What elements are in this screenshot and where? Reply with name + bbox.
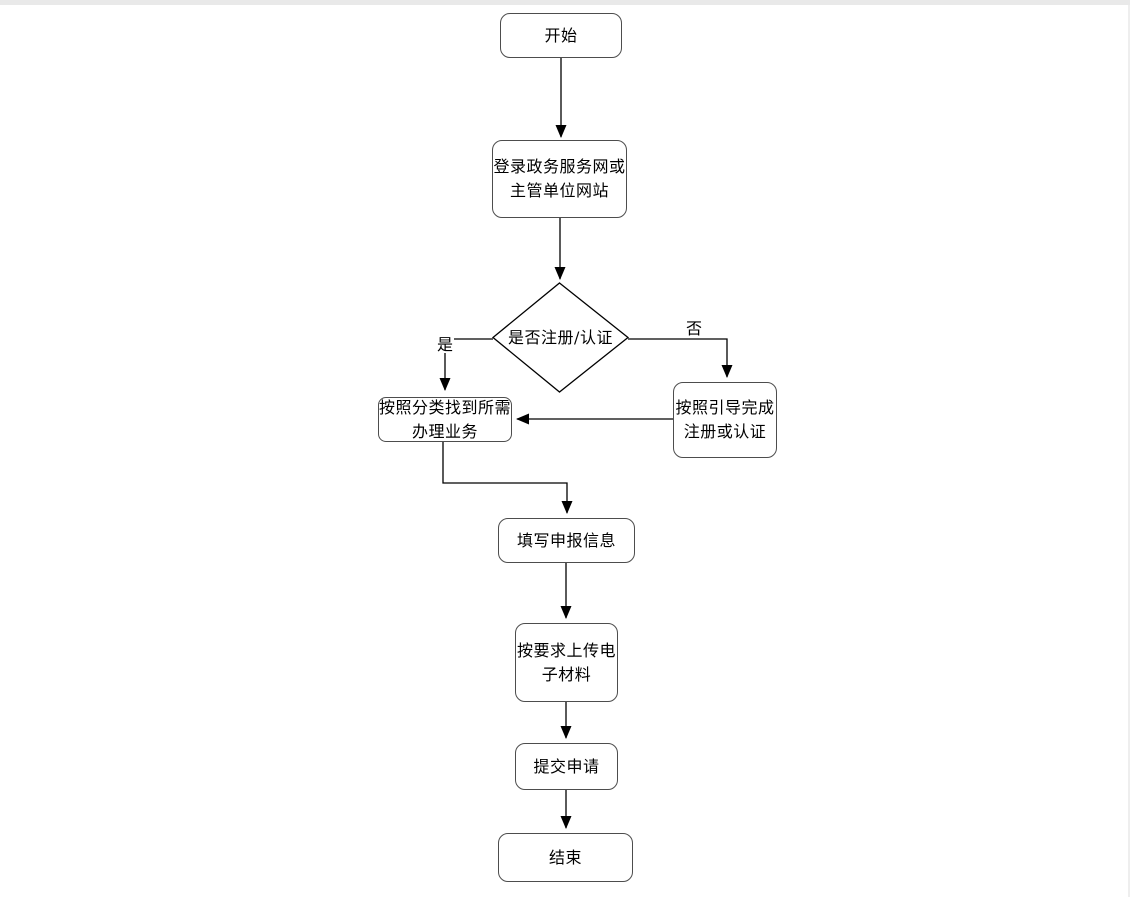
node-end: 结束 xyxy=(498,833,633,882)
edge-decision-register-no xyxy=(628,338,733,378)
node-fill-info: 填写申报信息 xyxy=(498,518,635,563)
top-border-band xyxy=(0,0,1130,5)
node-find-business: 按照分类找到所需 办理业务 xyxy=(378,397,512,442)
node-login-portal: 登录政务服务网或 主管单位网站 xyxy=(492,140,627,218)
node-start: 开始 xyxy=(500,13,622,58)
edge-label-no: 否 xyxy=(686,319,703,338)
edge-find-fill xyxy=(442,442,573,514)
node-register-certify: 按照引导完成 注册或认证 xyxy=(673,382,777,458)
node-decision-registered: 是否注册/认证 xyxy=(508,327,613,347)
node-upload-materials: 按要求上传电 子材料 xyxy=(515,623,618,702)
node-submit-application: 提交申请 xyxy=(515,743,618,790)
right-border-band xyxy=(1128,5,1130,897)
edge-label-yes: 是 xyxy=(436,335,455,354)
decision-diamond-shape xyxy=(491,282,630,393)
